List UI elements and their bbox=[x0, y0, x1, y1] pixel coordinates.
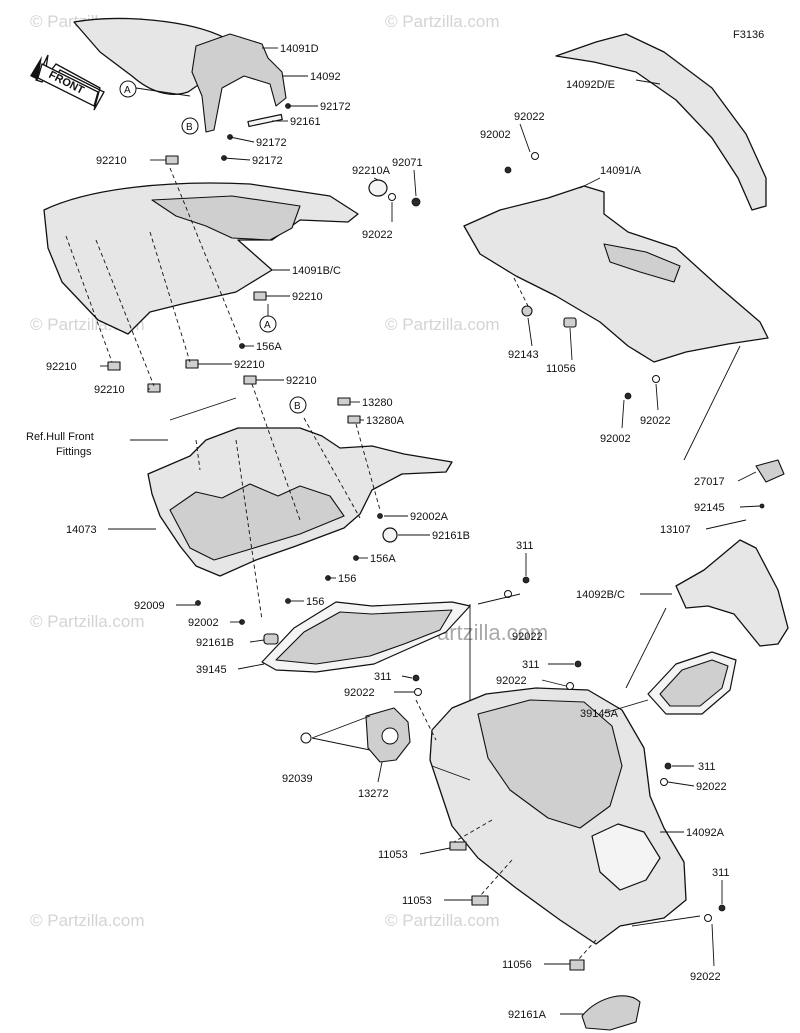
part-label-92161b: 92161B bbox=[196, 637, 234, 649]
part-label-92210: 92210 bbox=[94, 384, 125, 396]
part-label-14073: 14073 bbox=[66, 524, 97, 536]
part-label-311: 311 bbox=[522, 659, 540, 671]
callout-letter: B bbox=[186, 122, 193, 133]
cover-14091a-vent bbox=[603, 243, 681, 283]
part-label-311: 311 bbox=[374, 671, 392, 683]
part-label-92022: 92022 bbox=[362, 229, 393, 241]
part-label-92022: 92022 bbox=[690, 971, 721, 983]
assembly-dashed-lines bbox=[65, 167, 597, 961]
watermark: © Partzilla.com bbox=[385, 12, 500, 31]
part-label-11053: 11053 bbox=[378, 849, 408, 861]
watermark: © Partzilla.com bbox=[385, 315, 500, 334]
leader-lines bbox=[100, 47, 761, 1015]
callout-a-top: A bbox=[119, 80, 137, 98]
part-label-11056: 11056 bbox=[546, 363, 576, 375]
part-label-14091a: 14091/A bbox=[600, 165, 642, 177]
part-label-92022: 92022 bbox=[696, 781, 727, 793]
part-label-39145: 39145 bbox=[196, 664, 227, 676]
part-label-92210: 92210 bbox=[292, 291, 323, 303]
part-label-92145: 92145 bbox=[694, 502, 725, 514]
part-label-11056: 11056 bbox=[502, 959, 532, 971]
box-14092bc bbox=[675, 539, 789, 647]
part-label-156: 156 bbox=[306, 596, 324, 608]
ref-note-line2: Fittings bbox=[56, 446, 92, 458]
part-label-92022: 92022 bbox=[512, 631, 543, 643]
part-label-13272: 13272 bbox=[358, 788, 389, 800]
part-label-11053: 11053 bbox=[402, 895, 432, 907]
part-label-14092a: 14092A bbox=[686, 827, 725, 839]
callout-letter: A bbox=[124, 85, 131, 96]
front-direction-arrow: FRONT bbox=[30, 54, 105, 111]
part-label-92161a: 92161A bbox=[508, 1009, 547, 1021]
part-label-13280: 13280 bbox=[362, 397, 393, 409]
part-label-27017: 27017 bbox=[694, 476, 725, 488]
bracket-13272-hole bbox=[381, 727, 399, 745]
part-label-92210a: 92210A bbox=[352, 165, 391, 177]
strip-92161 bbox=[247, 113, 283, 128]
ref-note-line1: Ref.Hull Front bbox=[26, 431, 94, 443]
part-label-92210: 92210 bbox=[96, 155, 127, 167]
part-label-156a: 156A bbox=[256, 341, 282, 353]
cover-14092 bbox=[191, 33, 287, 133]
part-label-92161: 92161 bbox=[290, 116, 321, 128]
cover-14091a bbox=[463, 185, 769, 363]
callout-letter: A bbox=[264, 320, 271, 331]
part-label-92022: 92022 bbox=[496, 675, 527, 687]
part-label-92071: 92071 bbox=[392, 157, 423, 169]
seal-39145a-inner bbox=[659, 659, 729, 707]
part-label-92009: 92009 bbox=[134, 600, 165, 612]
part-label-92002: 92002 bbox=[600, 433, 631, 445]
hood-14092a-pocket bbox=[591, 823, 661, 891]
part-label-92022: 92022 bbox=[514, 111, 545, 123]
part-label-13107: 13107 bbox=[660, 524, 691, 536]
part-label-156a: 156A bbox=[370, 553, 396, 565]
callout-letter: B bbox=[294, 401, 301, 412]
part-label-156: 156 bbox=[338, 573, 356, 585]
callout-b-mid: B bbox=[289, 396, 307, 414]
callout-b-top: B bbox=[181, 117, 199, 135]
part-label-14091d: 14091D bbox=[280, 43, 319, 55]
part-label-13280a: 13280A bbox=[366, 415, 405, 427]
part-label-311: 311 bbox=[698, 761, 716, 773]
part-label-92210: 92210 bbox=[286, 375, 317, 387]
part-label-92002: 92002 bbox=[188, 617, 219, 629]
part-label-92172: 92172 bbox=[252, 155, 283, 167]
part-labels: 14091D 14092 92172 92161 92172 92172 922… bbox=[26, 43, 730, 1021]
callout-a-mid: A bbox=[259, 315, 277, 333]
part-label-14092de: 14092D/E bbox=[566, 79, 615, 91]
frame-14073-ribs bbox=[169, 483, 345, 561]
hood-14092a-inner bbox=[477, 699, 623, 829]
part-label-92210: 92210 bbox=[234, 359, 265, 371]
part-label-92143: 92143 bbox=[508, 349, 539, 361]
part-label-311: 311 bbox=[712, 867, 730, 879]
part-label-92172: 92172 bbox=[256, 137, 287, 149]
part-label-14091bc: 14091B/C bbox=[292, 265, 341, 277]
part-label-39145a: 39145A bbox=[580, 708, 619, 720]
part-label-92210: 92210 bbox=[46, 361, 77, 373]
part-label-92161b: 92161B bbox=[432, 530, 470, 542]
pad-92161a bbox=[581, 995, 641, 1031]
seal-39145-inner bbox=[275, 609, 453, 665]
part-label-14092bc: 14092B/C bbox=[576, 589, 625, 601]
part-label-92002: 92002 bbox=[480, 129, 511, 141]
watermark: © Partzilla.com bbox=[385, 911, 500, 930]
figure-code: F3136 bbox=[733, 29, 764, 41]
cap-27017 bbox=[755, 459, 785, 483]
part-label-92002a: 92002A bbox=[410, 511, 449, 523]
cover-14092de bbox=[555, 33, 767, 211]
fasteners bbox=[107, 103, 765, 971]
part-label-311: 311 bbox=[516, 540, 534, 552]
cover-14091bc-inner bbox=[151, 195, 301, 241]
watermark: © Partzilla.com bbox=[30, 612, 145, 631]
part-label-92039: 92039 bbox=[282, 773, 313, 785]
part-label-92022: 92022 bbox=[344, 687, 375, 699]
part-label-92172: 92172 bbox=[320, 101, 351, 113]
watermark: © Partzilla.com bbox=[30, 911, 145, 930]
part-label-14092: 14092 bbox=[310, 71, 341, 83]
part-label-92022: 92022 bbox=[640, 415, 671, 427]
